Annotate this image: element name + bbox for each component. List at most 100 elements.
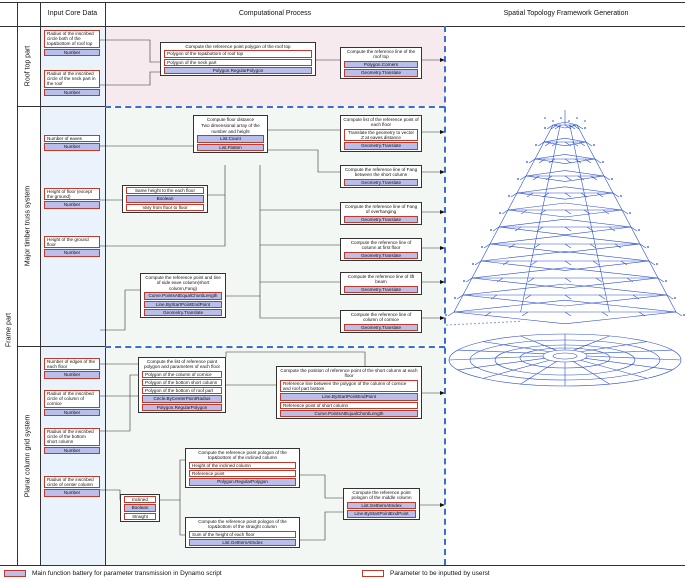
frame-line [489, 226, 500, 245]
function-node: Polygon.RegularPolygon [164, 66, 312, 75]
function-node: Geometry.Translate [344, 323, 418, 332]
function-node: Curve.PointsAtEqualChordLength [144, 292, 222, 300]
frame-line [612, 192, 620, 198]
box-inclined-straight: Inclined Boolean Straight [120, 494, 160, 522]
frame-line [520, 361, 557, 385]
frame-line [564, 226, 632, 236]
frame-line [580, 359, 648, 379]
node-point [482, 322, 484, 324]
node-point [494, 322, 496, 324]
frame-line [516, 186, 566, 194]
number-node: Number [44, 249, 100, 257]
col-divider-2 [40, 2, 41, 565]
frame-line [620, 260, 628, 266]
row: Translate the geometry to vector Z at ea… [344, 128, 418, 142]
function-node: List.Count [197, 135, 264, 143]
frame-line [482, 341, 550, 353]
frame-line [564, 294, 572, 300]
node-point [526, 161, 528, 163]
function-node: Line.ByStartPointEndPoint [144, 300, 222, 309]
node-point [454, 297, 456, 299]
box-lift-beam-title: Compute the reference line of lift beam [347, 274, 415, 285]
box-eave-point-title: Compute list of the reference point of e… [343, 117, 419, 128]
roof-divider [17, 106, 105, 107]
node-point [514, 321, 516, 323]
frame-line [564, 192, 614, 200]
node-point [602, 161, 604, 163]
frame-line [541, 192, 547, 211]
frame-line [580, 175, 585, 194]
node-point [517, 178, 519, 180]
function-node: Line.ByStartPointEndPoint [280, 393, 418, 401]
frame-line [626, 277, 634, 283]
frame-line [523, 277, 529, 296]
node-point [508, 195, 510, 197]
frame-line [564, 137, 587, 143]
node-point [656, 263, 658, 265]
node-point [458, 323, 460, 325]
frame-line [564, 260, 572, 266]
row: Sum of the height of each floor [189, 530, 296, 539]
frame-line [502, 260, 510, 266]
frame-line [564, 251, 650, 262]
node-point [535, 144, 537, 146]
box-inclined-title: Compute the reference point pologon of t… [198, 450, 287, 461]
function-node: Polygon.RegularPolygon [189, 478, 296, 486]
frame-line [552, 121, 566, 126]
box-inclined: Compute the reference point pologon of t… [185, 448, 300, 488]
frame-line [564, 209, 572, 215]
node-point [576, 117, 578, 119]
number-node: Number [44, 408, 100, 417]
frame-line [546, 124, 554, 130]
box-floor-distance-sub: Two dimensional array of the number and … [201, 123, 260, 134]
row: Polygon of the bottom of roof part [142, 387, 222, 395]
input-roof-top-radius-label: Radius of the inscribed circle both of t… [44, 30, 100, 48]
node-point [611, 178, 613, 180]
frame-line [462, 277, 473, 296]
frame-line [471, 267, 566, 279]
frame-line [498, 226, 566, 236]
frame-line [480, 260, 566, 271]
frame-line [532, 175, 540, 181]
top-border [0, 2, 685, 3]
frame-line [602, 209, 610, 215]
frame-line [534, 154, 566, 160]
frame-line [537, 141, 545, 147]
node-point [478, 322, 480, 324]
floor-ring [542, 349, 588, 363]
frame-line [574, 158, 582, 164]
frame-line [489, 235, 566, 245]
node-point [638, 229, 640, 231]
frame-line [482, 359, 550, 379]
frame-line [564, 175, 572, 181]
frame-line [498, 218, 566, 228]
frame-line [496, 277, 504, 283]
number-node: Number [44, 371, 100, 379]
dash-vertical [444, 26, 446, 565]
node-point [674, 297, 676, 299]
box-fang-over-title: Compute the reference line of Fang of ov… [344, 204, 418, 215]
node-point [584, 120, 586, 122]
frame-line [543, 141, 566, 147]
header-input: Input Core Data [47, 10, 98, 17]
row: Polygon of the top&bottom of roof top [164, 50, 312, 58]
box-side-eave: Compute the reference point and line of … [140, 273, 226, 319]
node-point [629, 212, 631, 214]
frame-line [598, 260, 603, 279]
box-eave-point: Compute list of the reference point of e… [340, 115, 422, 152]
frame-line [490, 294, 498, 300]
frame-line [484, 311, 492, 317]
frame-line [564, 226, 572, 232]
frame-line [501, 209, 509, 215]
frame-line [603, 175, 614, 194]
frame-line [572, 124, 580, 130]
input-neck-radius-label: Radius of the inscribed circle of the ne… [44, 70, 100, 88]
box-straight-title: Compute the reference point pologon of t… [198, 519, 287, 530]
frame-line [526, 192, 534, 198]
input-neck-radius: Radius of the inscribed circle of the ne… [44, 70, 100, 97]
frame-line [564, 186, 614, 194]
frame-line [605, 294, 610, 313]
frame-line [666, 294, 674, 300]
